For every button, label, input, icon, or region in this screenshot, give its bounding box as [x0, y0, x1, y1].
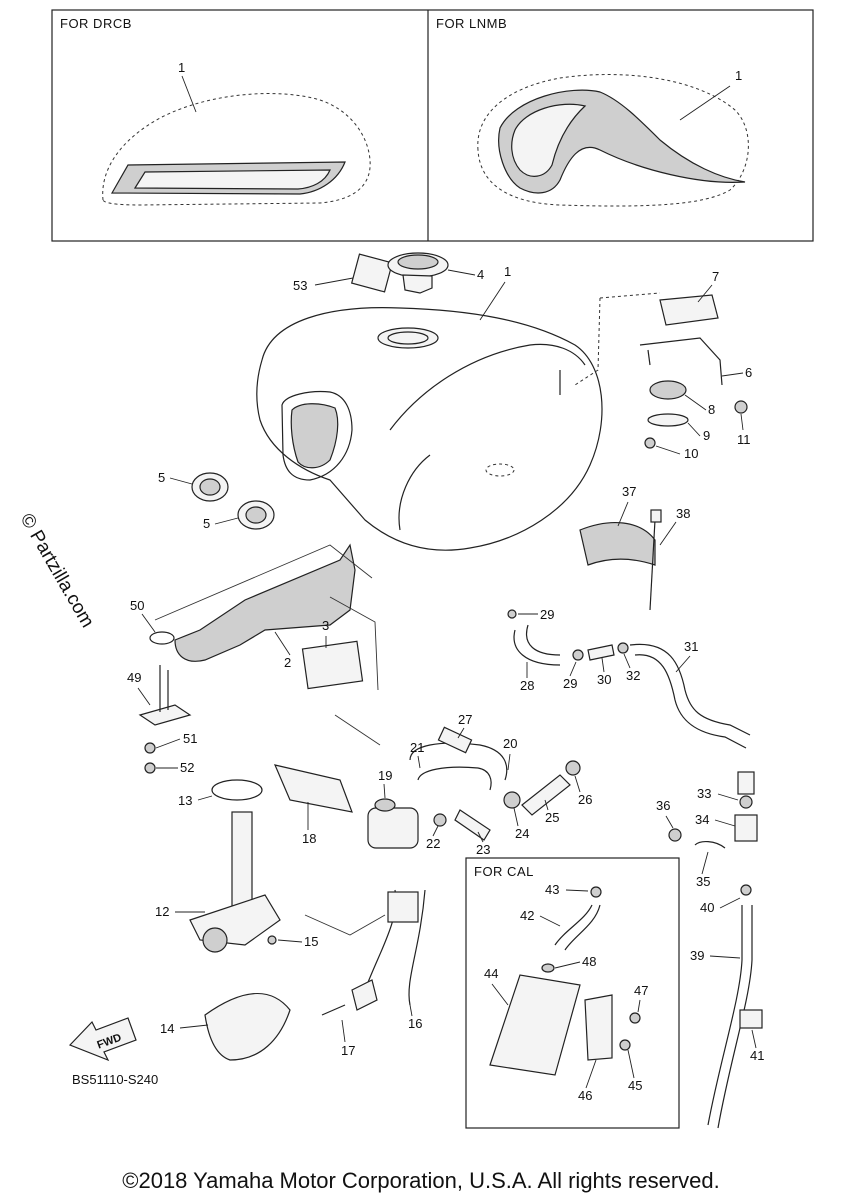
callout-18: 18: [302, 831, 316, 846]
wire-harness: [321, 889, 426, 1016]
callout-4: 4: [477, 267, 484, 282]
for-cal-section: FOR CAL: [465, 857, 680, 1129]
callout-14: 14: [160, 1021, 174, 1036]
callout-49: 49: [127, 670, 141, 685]
callout-22: 22: [426, 836, 440, 851]
callout-2: 2: [284, 655, 291, 670]
callout-37: 37: [622, 484, 636, 499]
overflow-hoses: [507, 609, 751, 749]
callout-27: 27: [458, 712, 472, 727]
callout-28: 28: [520, 678, 534, 693]
fuel-cock-assembly: [189, 714, 386, 1061]
callout-9: 9: [703, 428, 710, 443]
gasket-panels: [154, 543, 379, 691]
tank-lnmb-illustration: 1: [477, 68, 749, 207]
callout-6: 6: [745, 365, 752, 380]
vent-line-parts: [668, 771, 763, 1129]
side-caps: [191, 472, 275, 530]
callout-25: 25: [545, 810, 559, 825]
callout-10: 10: [684, 446, 698, 461]
watermark: © Partzilla.com: [16, 510, 98, 631]
callout-8: 8: [708, 402, 715, 417]
callout-13: 13: [178, 793, 192, 808]
callout-21: 21: [410, 740, 424, 755]
filter-and-pump: [273, 764, 419, 849]
callout-3: 3: [322, 618, 329, 633]
callout-50: 50: [130, 598, 144, 613]
callout-52: 52: [180, 760, 194, 775]
callout-23: 23: [476, 842, 490, 857]
callout-45: 45: [628, 1078, 642, 1093]
callout-24: 24: [515, 826, 529, 841]
callout-30: 30: [597, 672, 611, 687]
callout-19: 19: [378, 768, 392, 783]
callout-51: 51: [183, 731, 197, 746]
callout-47: 47: [634, 983, 648, 998]
callout-11: 11: [737, 432, 751, 447]
fuel-tank: [256, 253, 603, 551]
callout-33: 33: [697, 786, 711, 801]
callout-29b: 29: [563, 676, 577, 691]
callout-1: 1: [504, 264, 511, 279]
callout-40: 40: [700, 900, 714, 915]
callout-15: 15: [304, 934, 318, 949]
callout-53: 53: [293, 278, 307, 293]
inset-label-drcb: FOR DRCB: [60, 16, 132, 31]
heat-shield-and-tie: [579, 509, 662, 611]
callout-12: 12: [155, 904, 169, 919]
tank-drcb-illustration: 1: [102, 60, 371, 206]
callout-43: 43: [545, 882, 559, 897]
callout-32: 32: [626, 668, 640, 683]
for-cal-frame: [465, 857, 680, 1129]
callout-drcb-1: 1: [178, 60, 185, 75]
inset-label-lnmb: FOR LNMB: [436, 16, 507, 31]
callout-lnmb-1: 1: [735, 68, 742, 83]
sender-parts: [138, 631, 192, 774]
callout-35: 35: [696, 874, 710, 889]
breather-hoses: [409, 726, 581, 841]
callout-16: 16: [408, 1016, 422, 1031]
inset-frame: [51, 9, 814, 242]
for-cal-label: FOR CAL: [474, 864, 534, 879]
callout-41: 41: [750, 1048, 764, 1063]
inset-boxes: FOR DRCB FOR LNMB 1 1: [51, 9, 814, 242]
callout-7: 7: [712, 269, 719, 284]
part-53-decal: [350, 253, 394, 293]
callout-42: 42: [520, 908, 534, 923]
callout-5b: 5: [203, 516, 210, 531]
callout-29a: 29: [540, 607, 554, 622]
callout-34: 34: [695, 812, 709, 827]
callout-20: 20: [503, 736, 517, 751]
callout-39: 39: [690, 948, 704, 963]
callout-38: 38: [676, 506, 690, 521]
callout-26: 26: [578, 792, 592, 807]
callout-44: 44: [484, 966, 498, 981]
rear-bracket-parts: [574, 292, 748, 449]
callout-5a: 5: [158, 470, 165, 485]
callout-36: 36: [656, 798, 670, 813]
callout-48: 48: [582, 954, 596, 969]
callout-46: 46: [578, 1088, 592, 1103]
copyright-footer: ©2018 Yamaha Motor Corporation, U.S.A. A…: [122, 1168, 719, 1193]
callout-17: 17: [341, 1043, 355, 1058]
callout-31: 31: [684, 639, 698, 654]
fuel-cap: [387, 252, 449, 294]
diagram-code: BS51110-S240: [72, 1072, 158, 1087]
fwd-arrow-icon: FWD: [68, 1017, 137, 1062]
callout-labels: 1 2 3 4 5 5 6 7 8 9 10 11 12 13 14 15 16…: [127, 264, 764, 1103]
